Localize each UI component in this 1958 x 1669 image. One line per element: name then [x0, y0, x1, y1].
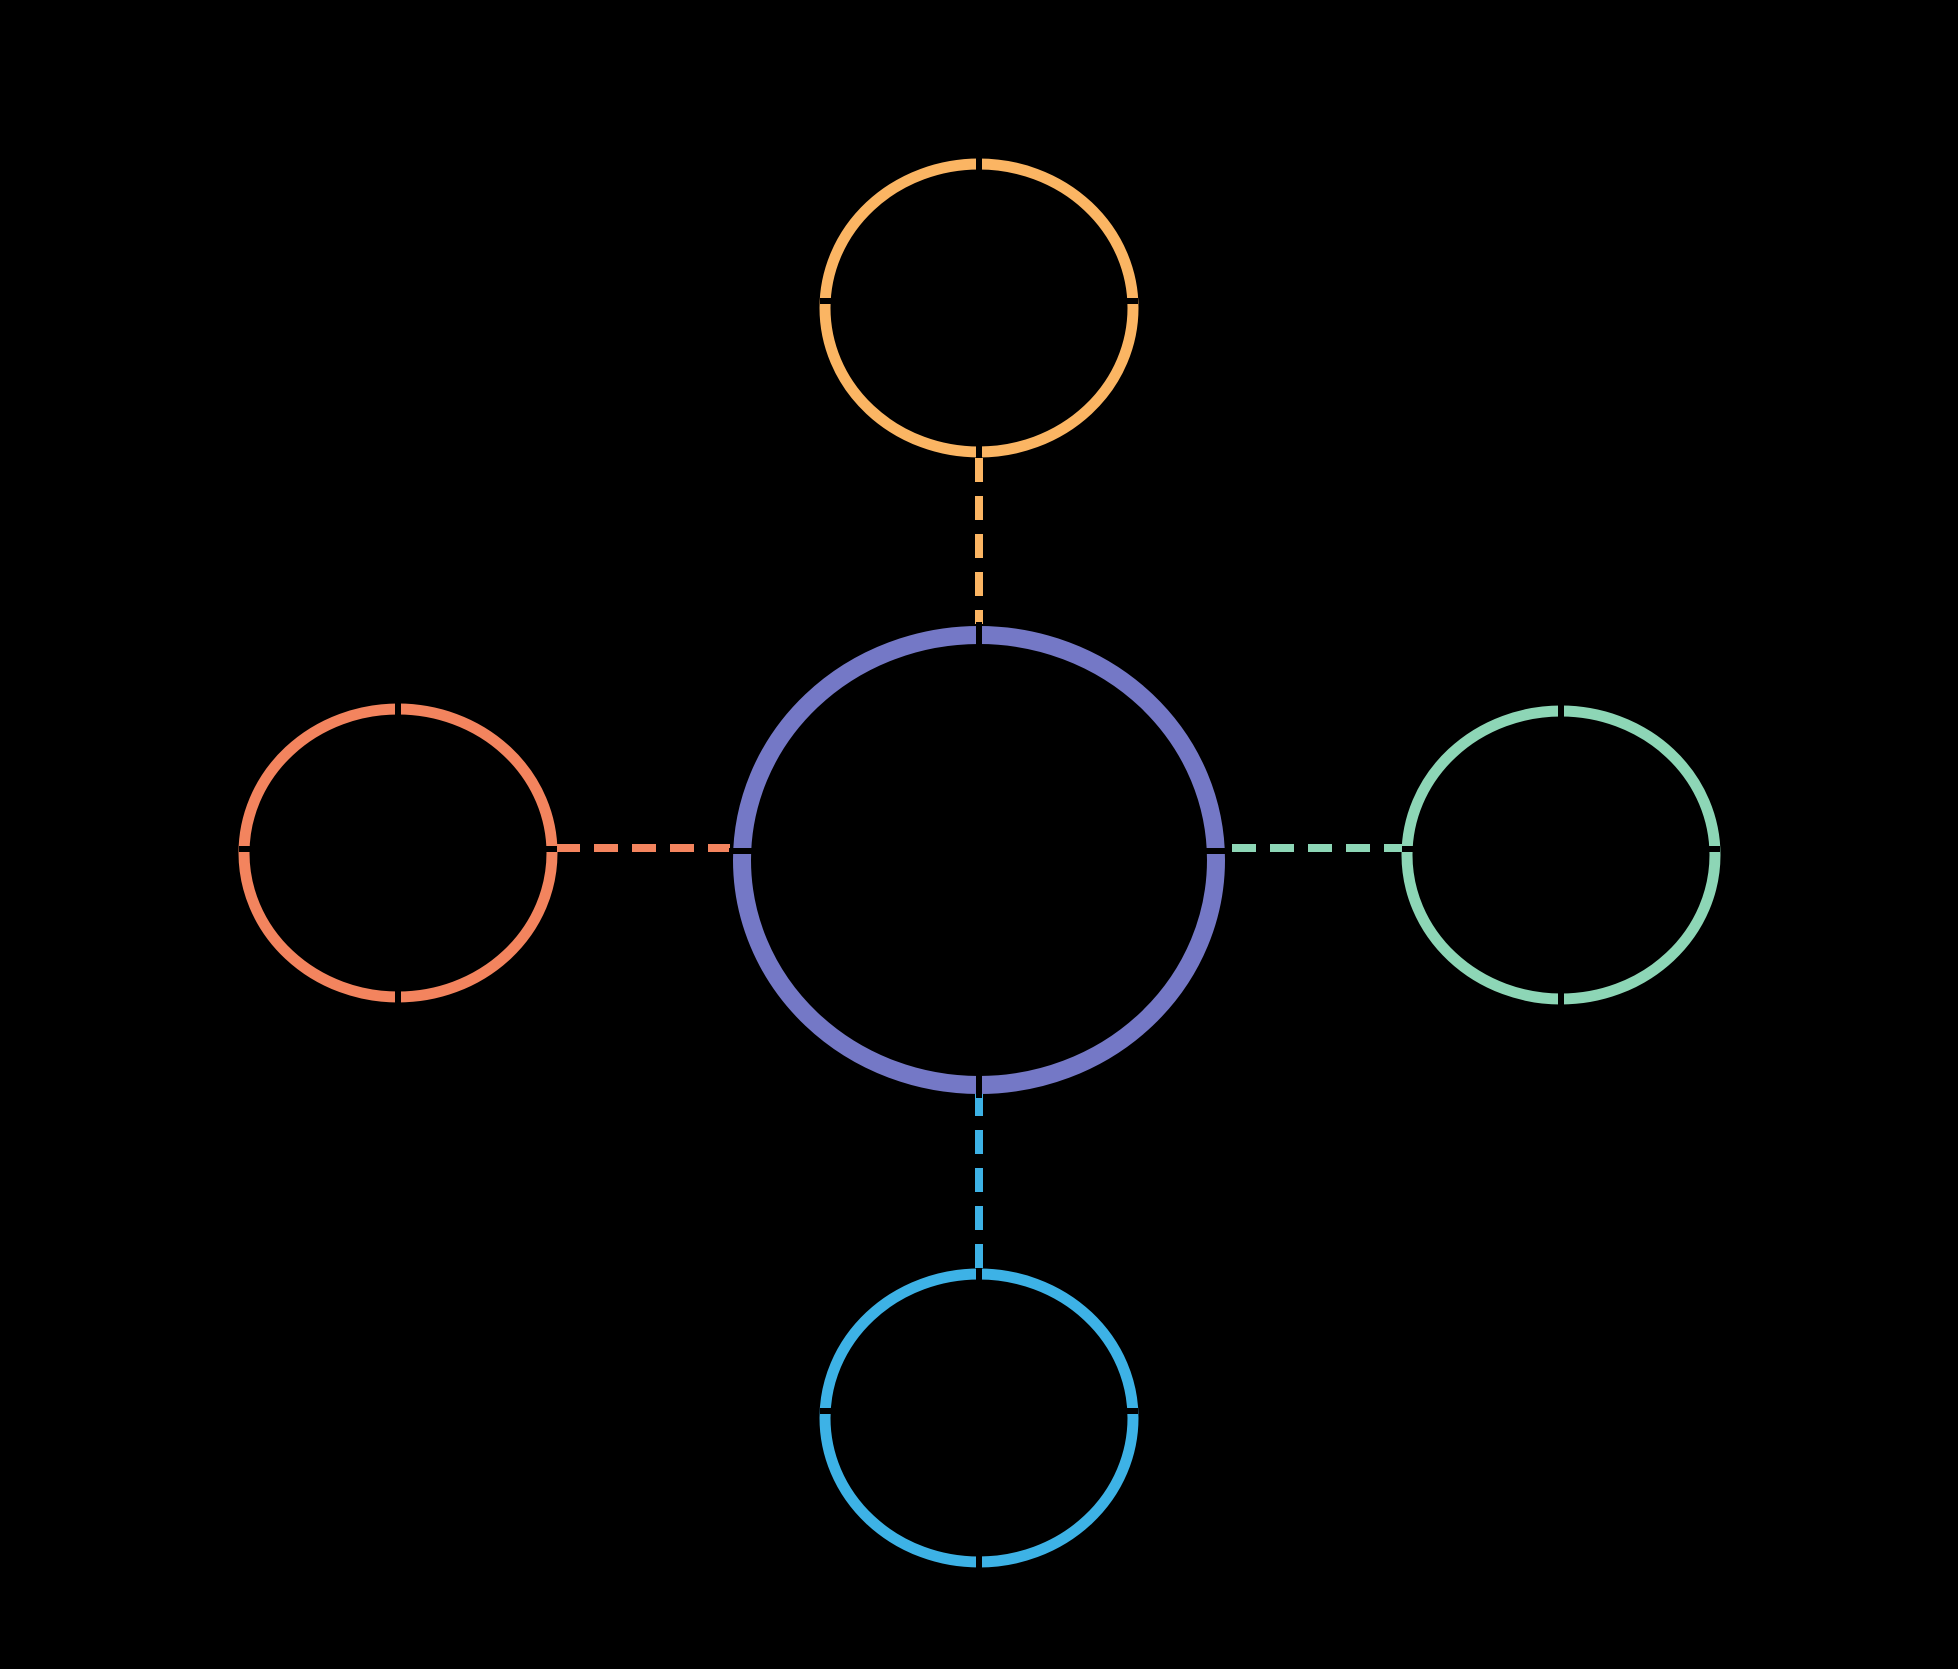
connectors	[556, 458, 1405, 1270]
ring-gap-marks	[239, 158, 1720, 1568]
